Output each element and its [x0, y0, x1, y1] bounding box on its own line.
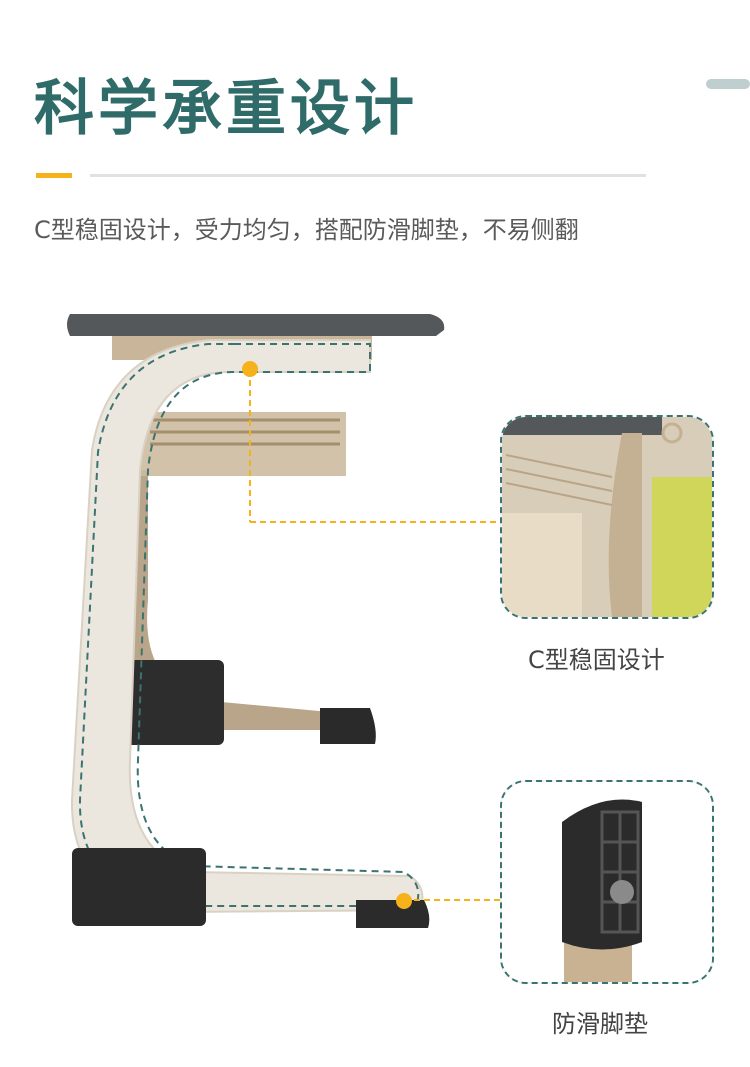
front-foot-pad [72, 848, 206, 926]
divider-line [90, 174, 646, 177]
page-subtitle: C型稳固设计，受力均匀，搭配防滑脚垫，不易侧翻 [34, 216, 579, 244]
c-frame-closeup-image [502, 417, 712, 617]
back-leg [118, 470, 376, 745]
decorative-pill [706, 79, 750, 89]
callout-dot-c-frame [242, 361, 258, 377]
page-title: 科学承重设计 [34, 74, 418, 144]
desktop-board [67, 314, 445, 336]
anti-slip-foot-pad-image [502, 782, 712, 982]
basket-wires [150, 418, 340, 446]
rear-foot-pad [356, 900, 430, 928]
callout-dot-foot-pad [396, 893, 412, 909]
c-frame-label: C型稳固设计 [528, 646, 665, 674]
accent-bar [36, 173, 72, 178]
foot-pad-closeup-inset [500, 780, 714, 984]
foot-pad-label: 防滑脚垫 [552, 1010, 648, 1038]
c-frame-closeup-inset [500, 415, 714, 619]
c-frame-dashed-outline [78, 343, 420, 907]
